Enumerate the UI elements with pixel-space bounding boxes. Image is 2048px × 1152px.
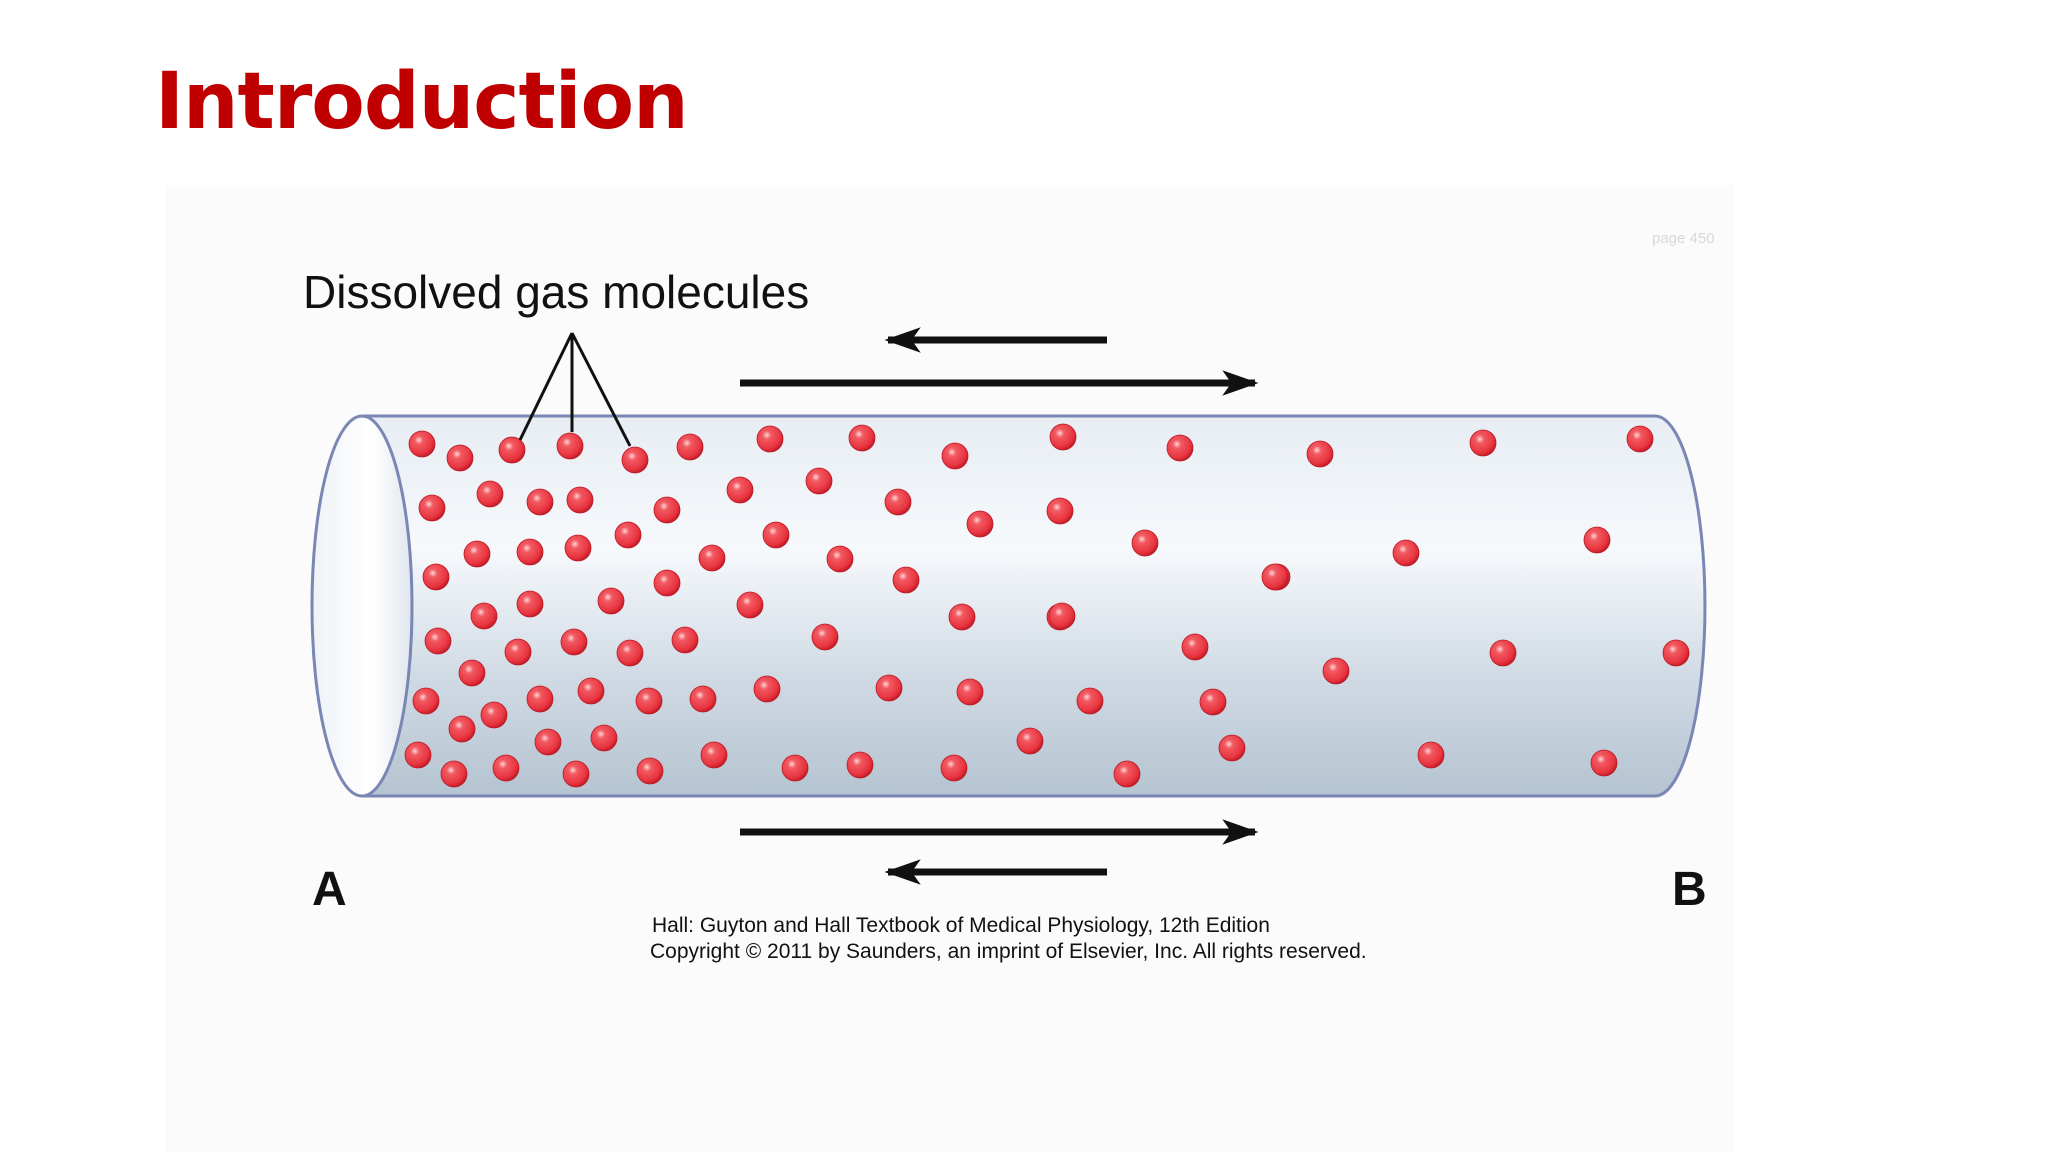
gas-molecule <box>534 728 562 756</box>
gas-molecule <box>562 760 590 788</box>
gas-molecule <box>1583 526 1611 554</box>
gas-molecule <box>635 687 663 715</box>
gas-molecule <box>1392 539 1420 567</box>
gas-molecule <box>448 715 476 743</box>
caption-line-1: Hall: Guyton and Hall Textbook of Medica… <box>652 914 1270 937</box>
gas-molecule <box>811 623 839 651</box>
gas-molecule <box>476 480 504 508</box>
gas-molecule <box>458 659 486 687</box>
gas-molecule <box>1016 727 1044 755</box>
gas-molecule <box>1261 563 1289 591</box>
gas-molecule <box>470 602 498 630</box>
gas-molecule <box>480 701 508 729</box>
gas-molecule <box>700 741 728 769</box>
gas-molecule <box>526 685 554 713</box>
slide-title: Introduction <box>155 57 689 147</box>
gas-molecule <box>1046 497 1074 525</box>
gas-molecule <box>1199 688 1227 716</box>
gas-molecule <box>892 566 920 594</box>
gas-molecule <box>504 638 532 666</box>
gas-molecule <box>526 488 554 516</box>
gas-molecule <box>1417 741 1445 769</box>
gas-molecule <box>805 467 833 495</box>
pointer-line-left <box>518 332 574 441</box>
gas-molecule <box>726 476 754 504</box>
end-label-a: A <box>312 863 347 916</box>
tube-opening <box>310 414 414 798</box>
gas-molecule <box>1469 429 1497 457</box>
gas-molecule <box>1590 749 1618 777</box>
gas-molecule <box>940 754 968 782</box>
gas-molecule <box>590 724 618 752</box>
gas-molecule <box>440 760 468 788</box>
gas-molecule <box>1322 657 1350 685</box>
gas-molecule <box>948 603 976 631</box>
gas-molecule <box>412 687 440 715</box>
gas-molecule <box>408 430 436 458</box>
gas-molecule <box>577 677 605 705</box>
gas-molecule <box>1049 423 1077 451</box>
gas-molecule <box>492 754 520 782</box>
gas-molecule <box>689 685 717 713</box>
gas-molecules <box>404 423 1690 788</box>
gas-molecule <box>736 591 764 619</box>
caption-line-2: Copyright © 2011 by Saunders, an imprint… <box>650 940 1367 963</box>
gas-molecule <box>418 494 446 522</box>
gas-molecule <box>956 678 984 706</box>
gas-molecule <box>446 444 474 472</box>
gas-molecule <box>848 424 876 452</box>
gas-molecule <box>756 425 784 453</box>
gas-molecule <box>404 741 432 769</box>
gas-molecule <box>560 628 588 656</box>
gas-molecule <box>966 510 994 538</box>
gas-molecule <box>781 754 809 782</box>
gas-molecule <box>884 488 912 516</box>
molecule-label-pointers <box>518 332 632 447</box>
gas-molecule <box>762 521 790 549</box>
pointer-line-right <box>570 332 632 447</box>
gas-molecule <box>698 544 726 572</box>
gas-molecule <box>1626 425 1654 453</box>
gas-molecule <box>1489 639 1517 667</box>
gas-molecule <box>846 751 874 779</box>
gas-molecule <box>1113 760 1141 788</box>
gas-molecule <box>616 639 644 667</box>
gas-molecule <box>564 534 592 562</box>
gas-molecule <box>1181 633 1209 661</box>
gas-molecule <box>498 436 526 464</box>
gas-molecule <box>875 674 903 702</box>
gas-molecule <box>621 446 649 474</box>
gas-molecule <box>556 432 584 460</box>
gas-molecule <box>566 486 594 514</box>
gas-molecule <box>1076 687 1104 715</box>
gas-molecule <box>1048 602 1076 630</box>
gas-molecule <box>653 496 681 524</box>
gas-molecule <box>1306 440 1334 468</box>
gas-molecule <box>1166 434 1194 462</box>
end-label-b: B <box>1672 863 1707 916</box>
gas-molecule <box>826 545 854 573</box>
gas-molecule <box>653 569 681 597</box>
gas-molecule <box>516 590 544 618</box>
gas-molecule <box>1131 529 1159 557</box>
gas-molecule <box>753 675 781 703</box>
gas-molecule <box>1662 639 1690 667</box>
gas-molecule <box>636 757 664 785</box>
page-watermark: page 450 <box>1652 230 1715 247</box>
gas-molecule <box>1218 734 1246 762</box>
gas-molecule <box>422 563 450 591</box>
gas-molecule <box>671 626 699 654</box>
gas-molecule <box>676 433 704 461</box>
gas-molecule <box>463 540 491 568</box>
molecule-label: Dissolved gas molecules <box>303 266 809 318</box>
gas-molecule <box>614 521 642 549</box>
gas-molecule <box>424 627 452 655</box>
gas-molecule <box>516 538 544 566</box>
gas-molecule <box>597 587 625 615</box>
gas-molecule <box>941 442 969 470</box>
